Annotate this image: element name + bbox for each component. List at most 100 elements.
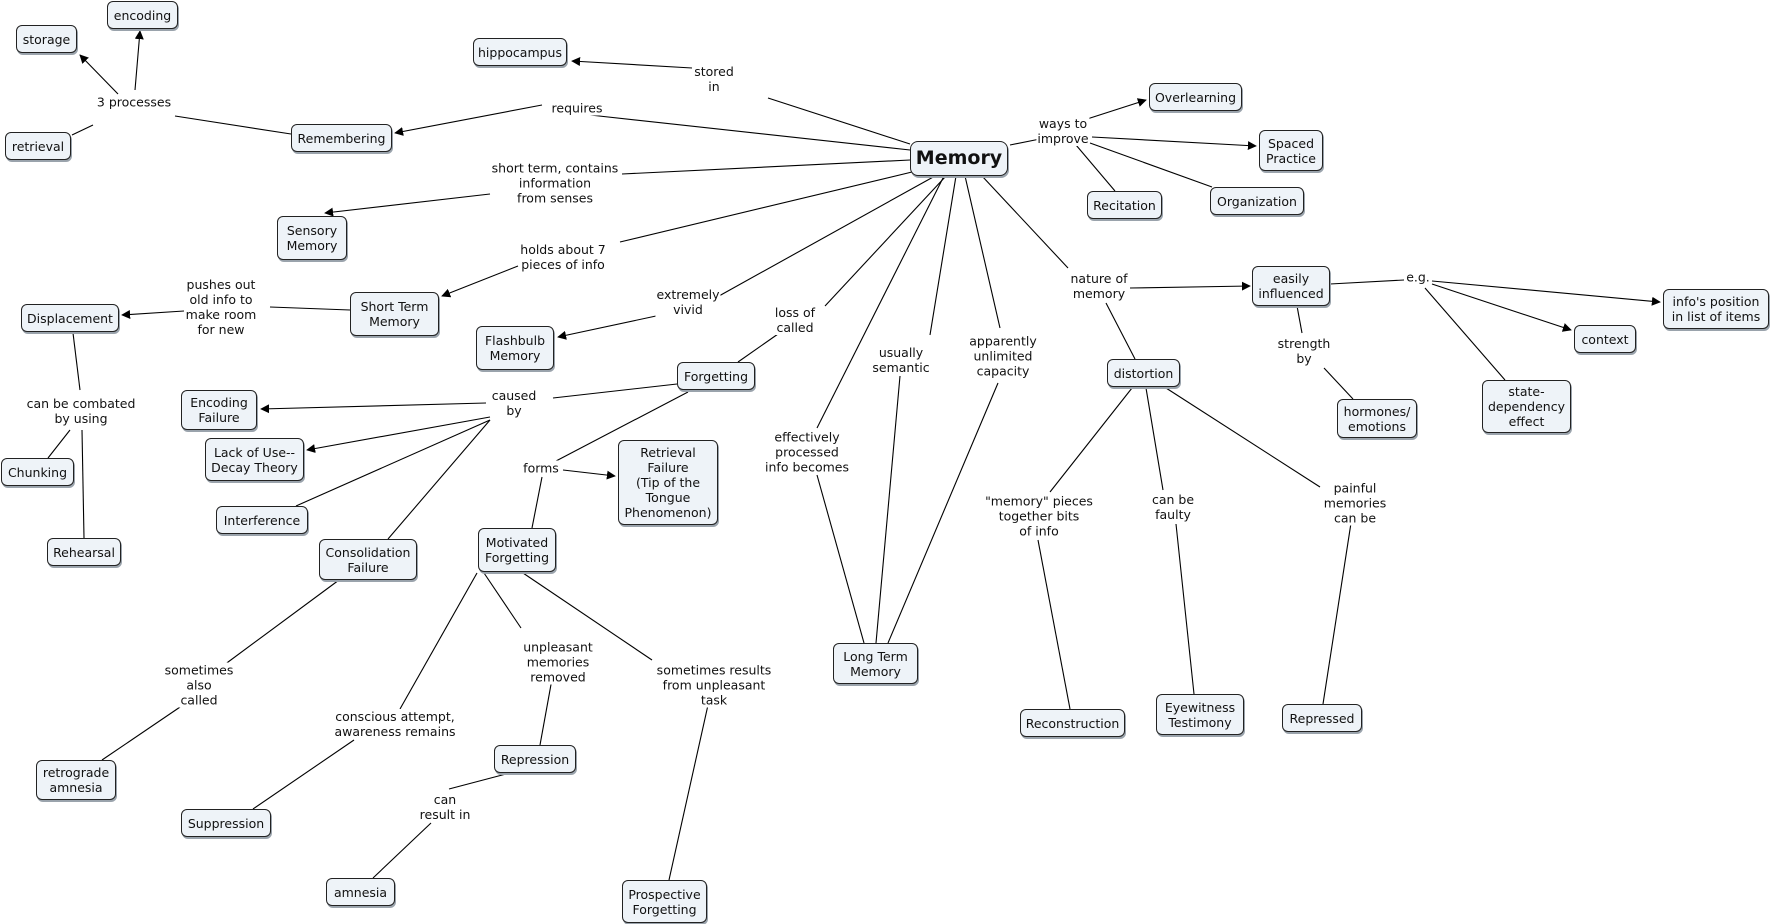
connector-arrow	[441, 265, 519, 298]
node-state-dependency-effect[interactable]: state- dependency effect	[1482, 380, 1571, 433]
node-retrograde-amnesia[interactable]: retrograde amnesia	[36, 760, 116, 800]
link-label-memory-pieces: "memory" pieces together bits of info	[984, 493, 1094, 539]
link-label-usually-semantic: usually semantic	[871, 345, 931, 375]
link-label-forms: forms	[522, 460, 560, 476]
node-motivated-forgetting[interactable]: Motivated Forgetting	[478, 528, 556, 572]
connector-arrow	[1091, 136, 1257, 151]
connector-line	[1165, 387, 1321, 488]
connector-line	[1329, 279, 1405, 285]
link-label-can-be-faulty: can be faulty	[1150, 492, 1196, 522]
connector-line	[531, 476, 543, 529]
node-memory[interactable]: Memory	[910, 141, 1008, 176]
node-suppression[interactable]: Suppression	[181, 809, 271, 837]
connector-arrow	[1129, 281, 1251, 291]
connector-line	[47, 429, 71, 459]
connector-line	[219, 579, 340, 669]
connector-line	[929, 175, 957, 336]
connector-line	[387, 419, 491, 540]
connector-line	[399, 572, 478, 710]
connector-arrow	[1083, 98, 1147, 121]
connector-line	[1009, 138, 1041, 146]
node-prospective-forgetting[interactable]: Prospective Forgetting	[622, 880, 707, 923]
link-label-3-processes: 3 processes	[95, 94, 173, 110]
link-label-painful-memories: painful memories can be	[1322, 480, 1388, 526]
connector-line	[981, 175, 1069, 269]
node-remembering[interactable]: Remembering	[291, 124, 392, 152]
connector-line	[448, 773, 507, 790]
connector-line	[1322, 522, 1352, 705]
link-label-effectively-processed: effectively processed info becomes	[764, 429, 850, 475]
connector-line	[718, 175, 936, 297]
link-label-pushes-out: pushes out old info to make room for new	[184, 277, 258, 337]
node-eyewitness-testimony[interactable]: Eyewitness Testimony	[1156, 694, 1244, 735]
link-label-can-result-in: can result in	[418, 792, 472, 822]
connector-arrow	[394, 104, 543, 136]
node-organization[interactable]: Organization	[1210, 187, 1304, 215]
node-short-term-memory[interactable]: Short Term Memory	[350, 292, 439, 336]
node-long-term-memory[interactable]: Long Term Memory	[833, 643, 918, 684]
link-label-sometimes-results: sometimes results from unpleasant task	[655, 662, 773, 708]
node-storage[interactable]: storage	[16, 25, 77, 53]
link-label-requires: requires	[550, 100, 604, 116]
link-label-strength-by: strength by	[1276, 336, 1332, 366]
connector-line	[252, 739, 355, 810]
node-hormones-emotions[interactable]: hormones/ emotions	[1337, 399, 1417, 438]
connector-line	[1323, 367, 1354, 400]
node-chunking[interactable]: Chunking	[1, 458, 74, 486]
connector-line	[816, 175, 945, 429]
node-retrieval[interactable]: retrieval	[5, 132, 71, 160]
node-recitation[interactable]: Recitation	[1087, 191, 1162, 219]
connector-line	[372, 822, 432, 879]
connector-arrow	[79, 54, 119, 95]
link-label-holds-about: holds about 7 pieces of info	[519, 242, 607, 272]
node-hippocampus[interactable]: hippocampus	[473, 38, 567, 66]
node-encoding[interactable]: encoding	[107, 1, 178, 29]
connector-line	[295, 419, 491, 507]
connector-arrow	[134, 30, 144, 91]
connector-arrow	[121, 309, 185, 319]
connector-line	[552, 383, 678, 399]
node-rehearsal[interactable]: Rehearsal	[47, 538, 121, 566]
link-label-short-term-contains: short term, contains information from se…	[490, 160, 620, 206]
node-reconstruction[interactable]: Reconstruction	[1020, 709, 1125, 737]
connector-line	[964, 175, 1001, 329]
node-flashbulb-memory[interactable]: Flashbulb Memory	[476, 326, 554, 370]
node-forgetting[interactable]: Forgetting	[677, 362, 755, 390]
link-label-unpleasant-removed: unpleasant memories removed	[522, 639, 594, 685]
node-consolidation-failure[interactable]: Consolidation Failure	[319, 539, 417, 580]
node-encoding-failure[interactable]: Encoding Failure	[181, 390, 257, 430]
link-label-nature-of-memory: nature of memory	[1069, 271, 1129, 301]
connector-arrow	[562, 469, 616, 480]
node-spaced-practice[interactable]: Spaced Practice	[1259, 130, 1323, 171]
node-repressed[interactable]: Repressed	[1282, 704, 1362, 732]
connector-line	[1296, 305, 1303, 334]
node-overlearning[interactable]: Overlearning	[1149, 83, 1242, 111]
link-label-stored-in: stored in	[693, 64, 735, 94]
node-amnesia[interactable]: amnesia	[326, 878, 395, 906]
node-info-position[interactable]: info's position in list of items	[1663, 289, 1769, 329]
node-sensory-memory[interactable]: Sensory Memory	[277, 216, 347, 260]
node-easily-influenced[interactable]: easily influenced	[1252, 266, 1330, 306]
link-label-apparently-unlimited: apparently unlimited capacity	[968, 333, 1038, 379]
node-interference[interactable]: Interference	[216, 506, 308, 534]
node-retrieval-failure[interactable]: Retrieval Failure (Tip of the Tongue Phe…	[618, 440, 718, 525]
node-distortion[interactable]: distortion	[1107, 359, 1180, 387]
connector-line	[555, 391, 689, 462]
connector-line	[1049, 387, 1133, 493]
link-label-combated: can be combated by using	[25, 396, 137, 426]
link-label-conscious-attempt: conscious attempt, awareness remains	[333, 709, 457, 739]
node-decay-theory[interactable]: Lack of Use-- Decay Theory	[205, 438, 304, 481]
connector-line	[539, 678, 553, 746]
connector-line	[1037, 539, 1071, 710]
connector-line	[1175, 523, 1195, 695]
connector-line	[619, 171, 913, 243]
node-displacement[interactable]: Displacement	[21, 304, 119, 332]
connector-line	[668, 704, 709, 881]
connector-line	[101, 702, 187, 761]
connector-line	[71, 124, 94, 136]
node-context[interactable]: context	[1574, 325, 1636, 353]
node-repression[interactable]: Repression	[494, 745, 576, 773]
connector-line	[816, 474, 865, 644]
